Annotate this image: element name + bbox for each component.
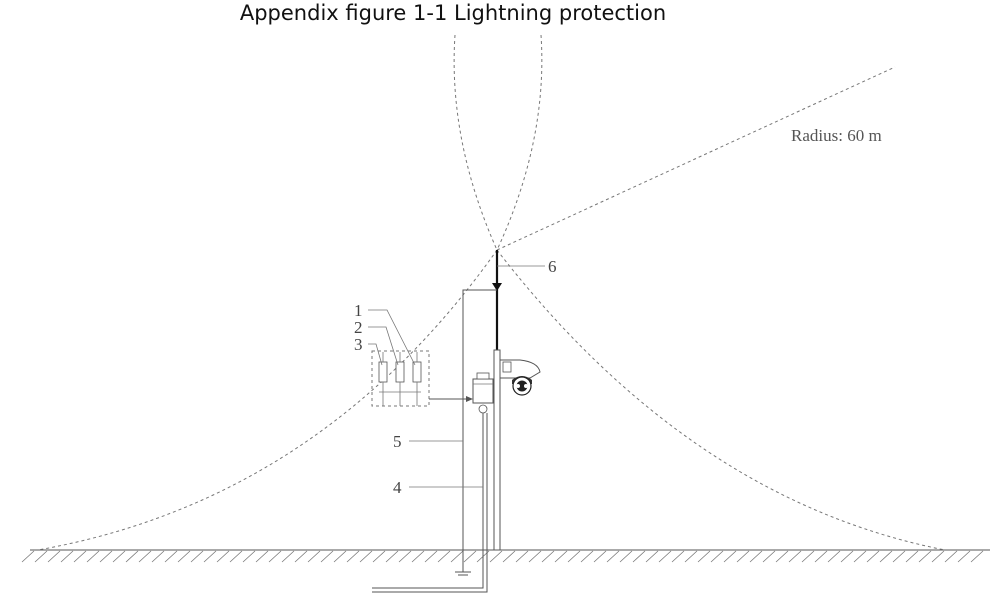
power-cable	[372, 413, 488, 593]
protection-arc-right-lower	[496, 249, 946, 551]
surge-protector-element-2	[395, 352, 405, 406]
radius-line	[496, 66, 896, 251]
callout-leaders	[368, 265, 545, 488]
dome-camera	[499, 359, 541, 396]
camera-pole	[493, 349, 501, 551]
protection-arc-left-upper	[453, 34, 498, 251]
surge-protector-box	[371, 350, 430, 407]
junction-box	[472, 372, 494, 414]
callout-6: 6	[548, 257, 557, 276]
ground-hatching	[21, 550, 984, 563]
protection-arc-left-lower	[37, 249, 498, 551]
surge-protector-element-3	[412, 352, 422, 406]
callout-2: 2	[354, 318, 363, 337]
radius-label: Radius: 60 m	[791, 126, 882, 145]
lightning-rod	[492, 250, 502, 350]
signal-wire	[429, 396, 473, 402]
callout-1: 1	[354, 301, 363, 320]
surge-protector-element-1	[378, 352, 388, 406]
ground	[21, 549, 990, 563]
callout-5: 5	[393, 432, 402, 451]
figure-title: Appendix figure 1-1 Lightning protection	[239, 1, 667, 25]
protection-arc-right-upper	[496, 34, 543, 251]
callout-4: 4	[393, 478, 402, 497]
callout-3: 3	[354, 335, 363, 354]
grounding-conductor	[455, 289, 497, 576]
